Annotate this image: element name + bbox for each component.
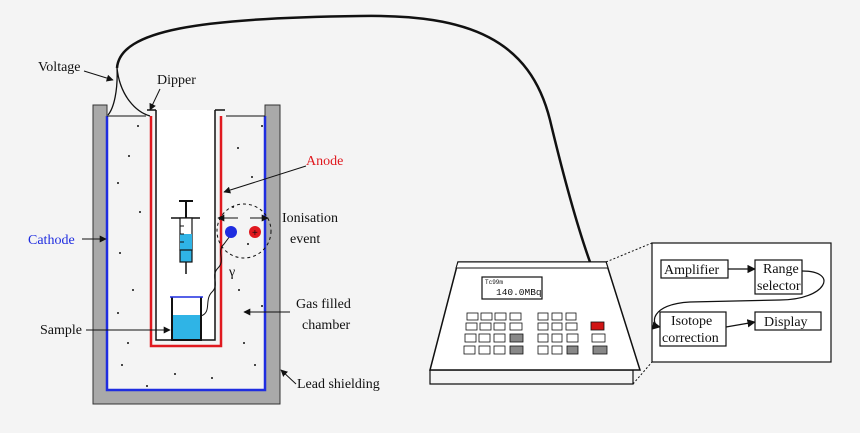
positive-ion [249, 226, 261, 238]
cathode-electrode [105, 116, 267, 392]
activity-readout: 140.0MBq [496, 287, 542, 298]
lead-shielding-label: Lead shielding [297, 377, 380, 392]
key[interactable] [551, 345, 563, 355]
ionisation-event: + [216, 203, 272, 259]
key[interactable] [480, 312, 493, 321]
key[interactable] [566, 333, 579, 343]
key[interactable] [566, 345, 579, 355]
key[interactable] [537, 322, 549, 331]
svg-text:Display: Display [764, 315, 808, 330]
amplifier-block [660, 259, 729, 279]
key[interactable] [493, 322, 506, 331]
key[interactable] [463, 345, 476, 355]
negative-ion [225, 226, 237, 238]
key[interactable] [465, 322, 478, 331]
isotope-readout: Tc99m [485, 279, 503, 286]
svg-text:correction: correction [662, 331, 719, 346]
key[interactable] [565, 322, 578, 331]
key[interactable] [537, 312, 549, 321]
svg-text:Isotope: Isotope [671, 314, 712, 329]
key[interactable] [551, 312, 563, 321]
voltage-label: Voltage [38, 60, 81, 75]
key[interactable] [493, 345, 506, 355]
key[interactable] [509, 333, 524, 343]
anode-electrode [149, 116, 223, 348]
key[interactable] [537, 333, 549, 343]
signal-cable [115, 14, 592, 263]
key[interactable] [537, 345, 549, 355]
ionisation-label-1: Ionisation [282, 211, 338, 226]
gas-label-1: Gas filled [296, 297, 351, 312]
chamber-assembly: γ + [92, 67, 281, 405]
svg-text:selector: selector [757, 279, 801, 294]
key[interactable] [592, 345, 608, 355]
ionisation-label-2: event [290, 232, 320, 247]
key[interactable] [509, 345, 524, 355]
anode-label: Anode [306, 154, 343, 169]
sample-beaker [170, 296, 203, 341]
svg-text:Range: Range [763, 262, 799, 277]
chamber-labels: Voltage Dipper Anode Cathode Ionisation … [28, 60, 380, 392]
syringe [171, 200, 200, 274]
key[interactable] [466, 312, 479, 321]
isotope-correction-block [659, 311, 727, 347]
svg-text:Amplifier: Amplifier [664, 263, 720, 278]
gas-label-2: chamber [302, 318, 351, 333]
key[interactable] [551, 333, 563, 343]
voltage-wire [107, 67, 151, 117]
key[interactable] [494, 312, 507, 321]
cathode-label: Cathode [28, 233, 75, 248]
key[interactable] [478, 333, 491, 343]
key[interactable] [493, 333, 506, 343]
signal-chain-panel: Amplifier Range selector Isotope correct… [605, 242, 832, 385]
calibrator-screen [481, 276, 543, 300]
dose-calibrator: Tc99m 140.0MBq [429, 261, 642, 385]
key[interactable] [478, 345, 491, 355]
gamma-label: γ [228, 265, 235, 280]
red-key[interactable] [590, 321, 605, 331]
svg-text:+: + [252, 228, 258, 239]
gas-particles [117, 125, 263, 387]
dipper-label: Dipper [157, 73, 196, 88]
range-selector-block [754, 259, 803, 295]
key[interactable] [509, 312, 522, 321]
keypad [463, 312, 608, 355]
key[interactable] [591, 333, 606, 343]
sample-label: Sample [40, 323, 82, 338]
gamma-ray-path [200, 235, 231, 317]
key[interactable] [479, 322, 492, 331]
key[interactable] [565, 312, 577, 321]
key[interactable] [509, 322, 523, 331]
key[interactable] [551, 322, 563, 331]
key[interactable] [464, 333, 477, 343]
display-block [754, 311, 822, 331]
